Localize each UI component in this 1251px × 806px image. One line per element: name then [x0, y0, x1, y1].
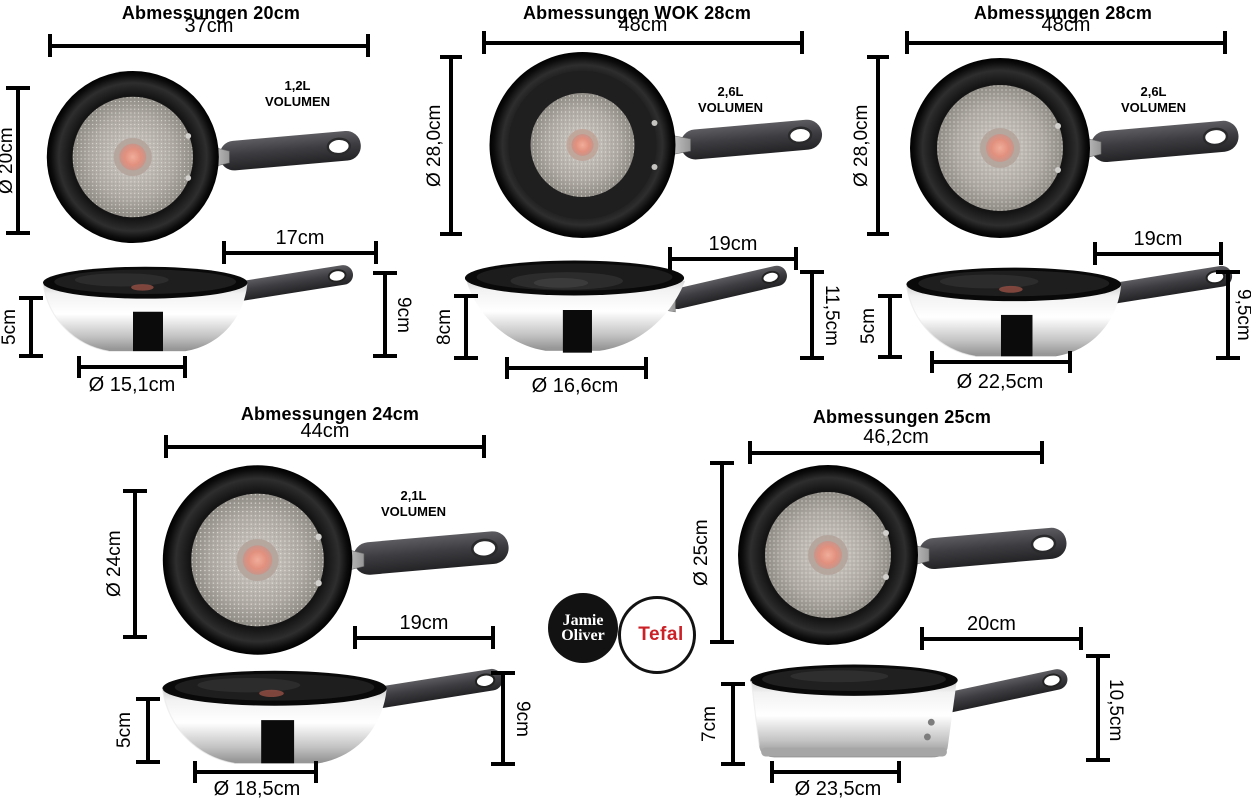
total-height-dim-line-wok28cm [800, 270, 824, 360]
base-diameter-label-20cm: Ø 15,1cm [88, 374, 176, 396]
jamie-oliver-logo: Jamie Oliver [548, 593, 618, 663]
tefal-logo-text: Tefal [638, 624, 684, 645]
body-height-dim-line-25cm [721, 682, 745, 766]
body-height-dim-line-wok28cm [454, 294, 478, 360]
tefal-logo: Tefal [618, 596, 696, 674]
diameter-dim-line-28cm [867, 55, 889, 236]
base-diameter-dim-line-28cm [930, 351, 1072, 373]
panel-title-28cm: Abmessungen 28cm [973, 3, 1153, 23]
jamie-oliver-logo-line2: Oliver [561, 627, 605, 644]
body-height-dim-line-28cm [878, 294, 902, 359]
overall-width-label-wok28cm: 48cm [618, 14, 668, 36]
base-diameter-label-wok28cm: Ø 16,6cm [531, 375, 619, 397]
overall-width-label-24cm: 44cm [300, 420, 350, 442]
diameter-label-24cm: Ø 24cm [104, 530, 125, 598]
total-height-dim-line-28cm [1216, 270, 1240, 360]
total-height-label-25cm: 10,5cm [1105, 678, 1126, 742]
base-diameter-label-28cm: Ø 22,5cm [956, 371, 1044, 393]
volume-word: VOLUMEN [698, 99, 763, 115]
handle-length-label-20cm: 17cm [275, 227, 325, 249]
total-height-dim-line-25cm [1086, 654, 1110, 762]
volume-word: VOLUMEN [265, 93, 330, 109]
volume-badge-wok28cm: 2,6L VOLUMEN [683, 84, 778, 115]
diameter-label-25cm: Ø 25cm [691, 519, 712, 586]
total-height-label-wok28cm: 11,5cm [821, 285, 842, 346]
total-height-label-28cm: 9,5cm [1233, 289, 1251, 341]
body-height-label-24cm: 5cm [114, 712, 135, 749]
panel-title-25cm: Abmessungen 25cm [812, 407, 992, 427]
handle-length-dim-line-28cm [1093, 242, 1223, 265]
handle-length-label-wok28cm: 19cm [708, 233, 758, 255]
base-diameter-label-24cm: Ø 18,5cm [213, 778, 301, 800]
diameter-dim-line-24cm [123, 489, 147, 639]
base-diameter-dim-line-wok28cm [505, 357, 648, 379]
overall-width-dim-line-20cm [48, 34, 370, 57]
diameter-label-28cm: Ø 28,0cm [851, 104, 872, 187]
volume-value: 1,2L [284, 78, 311, 93]
panel-title-20cm: Abmessungen 20cm [121, 3, 301, 23]
base-diameter-dim-line-20cm [77, 356, 187, 378]
volume-badge-28cm: 2,6L VOLUMEN [1106, 84, 1201, 115]
handle-length-label-25cm: 20cm [967, 613, 1016, 635]
wok-28cm-top-view [482, 47, 832, 243]
volume-value: 2,1L [400, 488, 427, 503]
pan-28cm-top-view [905, 53, 1245, 243]
panel-title-24cm: Abmessungen 24cm [240, 404, 420, 424]
volume-badge-20cm: 1,2L VOLUMEN [250, 78, 345, 109]
diameter-label-wok28cm: Ø 28,0cm [424, 104, 445, 187]
base-diameter-dim-line-25cm [770, 761, 901, 783]
base-diameter-dim-line-24cm [193, 761, 318, 783]
base-diameter-label-25cm: Ø 23,5cm [794, 778, 882, 800]
overall-width-label-25cm: 46,2cm [863, 426, 929, 448]
handle-length-dim-line-wok28cm [668, 247, 798, 270]
volume-value: 2,6L [717, 84, 744, 99]
volume-badge-24cm: 2,1L VOLUMEN [366, 488, 461, 519]
body-height-label-28cm: 5cm [858, 308, 879, 345]
volume-word: VOLUMEN [1121, 99, 1186, 115]
handle-length-dim-line-25cm [920, 627, 1083, 650]
overall-width-dim-line-24cm [164, 435, 486, 458]
diameter-dim-line-25cm [710, 461, 734, 644]
body-height-label-20cm: 5cm [0, 309, 20, 345]
body-height-label-wok28cm: 8cm [434, 309, 455, 345]
overall-width-dim-line-25cm [748, 441, 1044, 464]
body-height-label-25cm: 7cm [699, 706, 720, 742]
total-height-label-24cm: 9cm [512, 700, 533, 737]
overall-width-dim-line-28cm [905, 31, 1227, 54]
volume-word: VOLUMEN [381, 503, 446, 519]
panel-title-wok28cm: Abmessungen WOK 28cm [522, 3, 752, 23]
diameter-dim-line-20cm [6, 86, 30, 235]
overall-width-label-28cm: 48cm [1041, 14, 1091, 36]
overall-width-dim-line-wok28cm [482, 31, 804, 54]
pan-25cm-side-view [724, 644, 1076, 777]
diameter-dim-line-wok28cm [440, 55, 462, 236]
handle-length-label-24cm: 19cm [399, 612, 449, 634]
handle-length-label-28cm: 19cm [1133, 228, 1183, 250]
total-height-label-20cm: 9cm [393, 296, 414, 333]
jamie-oliver-logo-line1: Jamie [562, 611, 604, 629]
total-height-dim-line-24cm [491, 671, 515, 766]
body-height-dim-line-20cm [19, 296, 43, 358]
volume-value: 2,6L [1140, 84, 1167, 99]
diameter-label-20cm: Ø 20cm [0, 127, 17, 194]
handle-length-dim-line-20cm [222, 241, 378, 264]
handle-length-dim-line-24cm [353, 626, 495, 649]
body-height-dim-line-24cm [136, 697, 160, 764]
wok-28cm-side-view [452, 246, 794, 374]
pan-20cm-side-view [28, 246, 358, 370]
overall-width-label-20cm: 37cm [184, 15, 234, 37]
total-height-dim-line-20cm [373, 271, 397, 358]
